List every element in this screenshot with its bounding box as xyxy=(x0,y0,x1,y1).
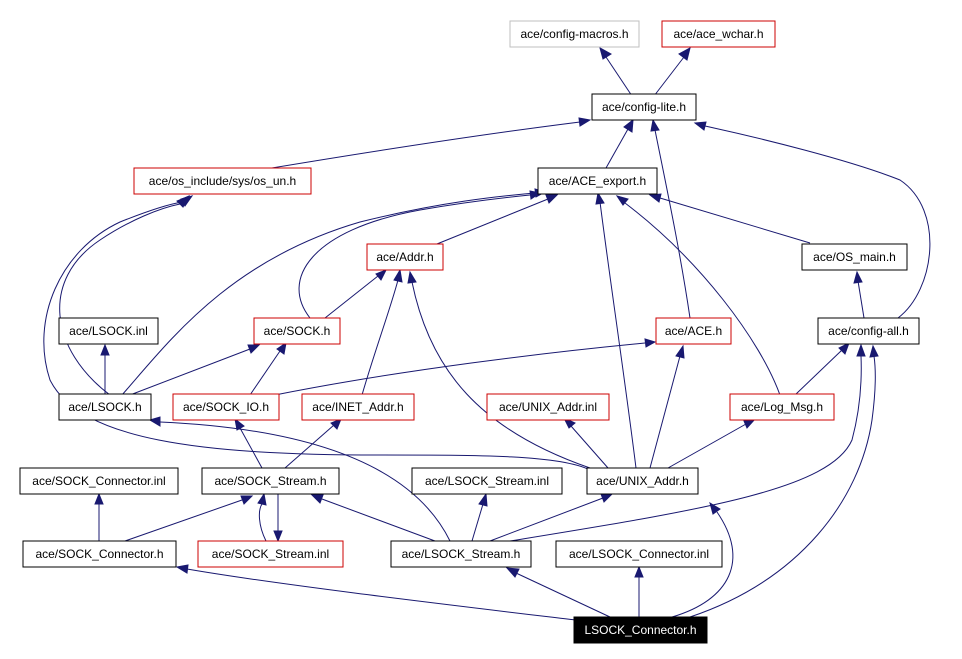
node-root-lsock-connector[interactable]: LSOCK_Connector.h xyxy=(573,616,708,644)
edge-lsock-stream-to-lsock-stream-inl xyxy=(471,492,488,542)
node-label: ace/INET_Addr.h xyxy=(312,400,403,414)
node-label: ace/SOCK_Connector.inl xyxy=(32,474,165,488)
node-label: ace/LSOCK.inl xyxy=(69,324,148,338)
edges xyxy=(43,46,931,621)
node-label: LSOCK_Connector.h xyxy=(584,623,696,637)
node-ace-export[interactable]: ace/ACE_export.h xyxy=(537,167,658,195)
edge-ace-h-to-config-lite xyxy=(650,118,691,319)
node-lsock-connector-inl[interactable]: ace/LSOCK_Connector.inl xyxy=(555,540,723,568)
node-config-lite[interactable]: ace/config-lite.h xyxy=(591,93,697,121)
edge-config-all-to-os-main xyxy=(853,270,865,319)
edge-sock-io-to-sock xyxy=(249,341,287,396)
node-label: ace/LSOCK_Stream.inl xyxy=(425,474,549,488)
node-label: ace/ACE_export.h xyxy=(549,174,646,188)
node-config-all[interactable]: ace/config-all.h xyxy=(817,317,920,345)
edge-sock-io-to-ace-h xyxy=(274,338,657,396)
node-sock-stream-inl[interactable]: ace/SOCK_Stream.inl xyxy=(197,540,344,568)
edge-root-to-sock-connector xyxy=(175,564,576,621)
edge-lsock-to-sock xyxy=(129,344,261,396)
node-ace-h[interactable]: ace/ACE.h xyxy=(655,317,732,345)
node-addr[interactable]: ace/Addr.h xyxy=(366,243,444,271)
edge-lsock-stream-to-sock-stream xyxy=(310,494,436,542)
edge-unix-addr-to-log-msg xyxy=(667,418,757,469)
node-unix-addr-inl[interactable]: ace/UNIX_Addr.inl xyxy=(486,393,610,421)
node-label: ace/LSOCK.h xyxy=(68,400,141,414)
edge-config-lite-to-config-macros xyxy=(599,46,633,97)
edge-unix-addr-to-ace-export xyxy=(595,191,637,469)
node-label: ace/SOCK_IO.h xyxy=(183,400,269,414)
edge-os-main-to-ace-export xyxy=(648,193,811,244)
node-os-main[interactable]: ace/OS_main.h xyxy=(801,243,908,271)
node-label: ace/LSOCK_Stream.h xyxy=(402,547,521,561)
node-unix-addr[interactable]: ace/UNIX_Addr.h xyxy=(586,467,699,495)
node-label: ace/config-all.h xyxy=(828,324,909,338)
node-label: ace/OS_main.h xyxy=(813,250,896,264)
node-ace-wchar[interactable]: ace/ace_wchar.h xyxy=(661,20,776,48)
node-label: ace/Addr.h xyxy=(376,250,433,264)
node-os-un[interactable]: ace/os_include/sys/os_un.h xyxy=(133,167,312,195)
node-sock-connector[interactable]: ace/SOCK_Connector.h xyxy=(22,540,177,568)
edge-os-un-to-config-lite xyxy=(259,117,592,171)
edge-ace-export-to-config-lite xyxy=(605,118,634,169)
node-label: ace/Log_Msg.h xyxy=(741,400,823,414)
node-label: ace/SOCK_Connector.h xyxy=(35,547,163,561)
node-lsock-inl[interactable]: ace/LSOCK.inl xyxy=(58,317,159,345)
node-label: ace/SOCK_Stream.inl xyxy=(212,547,329,561)
edge-lsock-stream-to-lsock xyxy=(148,416,451,542)
edge-sock-stream-to-sock-io xyxy=(234,417,263,469)
edge-config-all-to-config-lite xyxy=(693,121,931,319)
node-sock[interactable]: ace/SOCK.h xyxy=(253,317,341,345)
node-lsock-stream-inl[interactable]: ace/LSOCK_Stream.inl xyxy=(411,467,563,495)
node-lsock-stream[interactable]: ace/LSOCK_Stream.h xyxy=(390,540,532,568)
edge-unix-addr-to-ace-h xyxy=(649,344,685,469)
nodes: ace/config-macros.h ace/ace_wchar.h ace/… xyxy=(19,20,920,644)
edge-sock-to-addr xyxy=(324,269,388,319)
node-label: ace/ACE.h xyxy=(665,324,722,338)
node-label: ace/LSOCK_Connector.inl xyxy=(569,547,709,561)
node-label: ace/config-lite.h xyxy=(602,100,686,114)
edge-log-msg-to-config-all xyxy=(794,341,850,396)
node-lsock[interactable]: ace/LSOCK.h xyxy=(58,393,152,421)
edge-lsock-stream-to-config-all xyxy=(509,343,866,542)
edge-lsock-to-ace-export xyxy=(121,188,547,396)
node-label: ace/UNIX_Addr.inl xyxy=(499,400,597,414)
node-log-msg[interactable]: ace/Log_Msg.h xyxy=(729,393,835,421)
node-label: ace/config-macros.h xyxy=(520,27,628,41)
edge-root-to-config-all xyxy=(689,344,879,618)
edge-sock-stream-inl-to-sock-stream xyxy=(257,492,267,542)
edge-unix-addr-to-addr xyxy=(407,270,591,469)
node-label: ace/UNIX_Addr.h xyxy=(596,474,689,488)
node-label: ace/SOCK.h xyxy=(264,324,331,338)
edge-sock-connector-to-sock-stream xyxy=(124,495,254,542)
node-label: ace/os_include/sys/os_un.h xyxy=(149,174,296,188)
node-sock-io[interactable]: ace/SOCK_IO.h xyxy=(172,393,280,421)
edge-root-to-lsock-stream xyxy=(505,567,611,618)
edge-lsock-to-os-un xyxy=(59,194,191,396)
node-label: ace/SOCK_Stream.h xyxy=(214,474,326,488)
node-sock-connector-inl[interactable]: ace/SOCK_Connector.inl xyxy=(19,467,179,495)
edge-sock-connector-to-sock-connector-inl xyxy=(94,492,104,541)
edge-root-to-unix-addr xyxy=(671,501,734,618)
node-inet-addr[interactable]: ace/INET_Addr.h xyxy=(301,393,415,421)
edge-sock-stream-to-sock-stream-inl xyxy=(273,494,283,543)
edge-sock-stream-to-inet-addr xyxy=(284,418,342,469)
edge-inet-addr-to-addr xyxy=(361,268,403,396)
edge-log-msg-to-ace-export xyxy=(615,195,781,396)
node-label: ace/ace_wchar.h xyxy=(673,27,763,41)
edge-root-to-lsock-connector-inl xyxy=(634,565,644,617)
edge-config-lite-to-ace-wchar xyxy=(653,47,691,97)
edge-lsock-to-lsock-inl xyxy=(100,343,110,395)
node-config-macros[interactable]: ace/config-macros.h xyxy=(509,20,640,48)
node-sock-stream[interactable]: ace/SOCK_Stream.h xyxy=(201,467,340,495)
edge-addr-to-ace-export xyxy=(431,194,559,247)
